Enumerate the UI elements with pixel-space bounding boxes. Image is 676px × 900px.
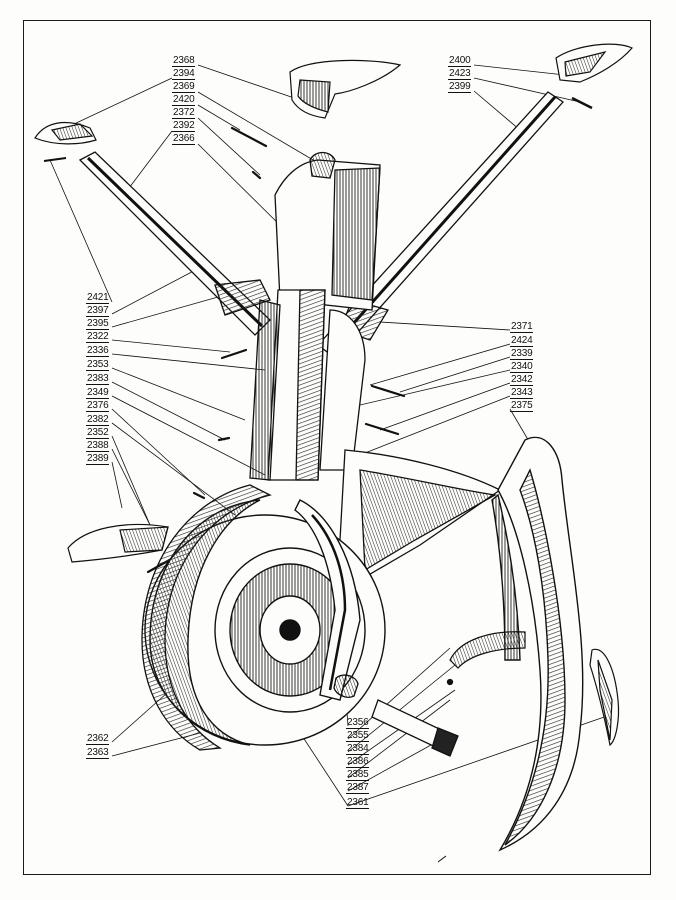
- rear-fork-housing: [339, 449, 502, 581]
- part-label-2372: 2372: [172, 107, 196, 119]
- part-label-2386: 2386: [346, 756, 370, 768]
- axle: [333, 674, 459, 757]
- upper-right-fitting: [555, 43, 633, 110]
- part-label-2397: 2397: [86, 305, 110, 317]
- part-label-2421: 2421: [86, 292, 110, 304]
- part-label-2352: 2352: [86, 427, 110, 439]
- part-label-2322: 2322: [86, 331, 110, 343]
- part-label-2355: 2355: [346, 730, 370, 742]
- part-label-2363: 2363: [86, 747, 110, 759]
- part-label-2339: 2339: [510, 348, 534, 360]
- part-label-2385: 2385: [346, 769, 370, 781]
- oleo-leg: [249, 151, 381, 481]
- part-label-2423: 2423: [448, 68, 472, 80]
- upper-fairing: [289, 59, 402, 119]
- wheel-fairing: [141, 484, 272, 751]
- part-label-2424: 2424: [510, 335, 534, 347]
- part-label-2388: 2388: [86, 440, 110, 452]
- part-label-2392: 2392: [172, 120, 196, 132]
- part-label-2353: 2353: [86, 359, 110, 371]
- upper-left-fitting: [34, 121, 97, 162]
- part-label-2382: 2382: [86, 414, 110, 426]
- part-label-2369: 2369: [172, 81, 196, 93]
- part-label-2361: 2361: [346, 797, 370, 809]
- part-label-2336: 2336: [86, 345, 110, 357]
- left-flap: [67, 523, 169, 563]
- part-label-2395: 2395: [86, 318, 110, 330]
- margin-mark: [437, 855, 447, 863]
- part-label-2387: 2387: [346, 782, 370, 794]
- part-label-2420: 2420: [172, 94, 196, 106]
- part-label-2389: 2389: [86, 453, 110, 465]
- drawing-border: [23, 20, 651, 875]
- part-label-2371: 2371: [510, 321, 534, 333]
- part-label-2368: 2368: [172, 55, 196, 67]
- part-label-2399: 2399: [448, 81, 472, 93]
- part-label-2384: 2384: [346, 743, 370, 755]
- part-label-2349: 2349: [86, 387, 110, 399]
- right-flap: [589, 648, 620, 747]
- part-label-2366: 2366: [172, 133, 196, 145]
- part-label-2400: 2400: [448, 55, 472, 67]
- left-strut: [78, 151, 271, 336]
- inner-arc-strip: [449, 631, 526, 669]
- part-label-2383: 2383: [86, 373, 110, 385]
- part-label-2362: 2362: [86, 733, 110, 745]
- leader-lines: [49, 64, 611, 807]
- rear-mudguard: [491, 436, 584, 852]
- part-label-2343: 2343: [510, 387, 534, 399]
- part-label-2376: 2376: [86, 400, 110, 412]
- part-label-2342: 2342: [510, 374, 534, 386]
- part-label-2375: 2375: [510, 400, 534, 412]
- part-label-2356: 2356: [346, 717, 370, 729]
- part-label-2340: 2340: [510, 361, 534, 373]
- part-label-2394: 2394: [172, 68, 196, 80]
